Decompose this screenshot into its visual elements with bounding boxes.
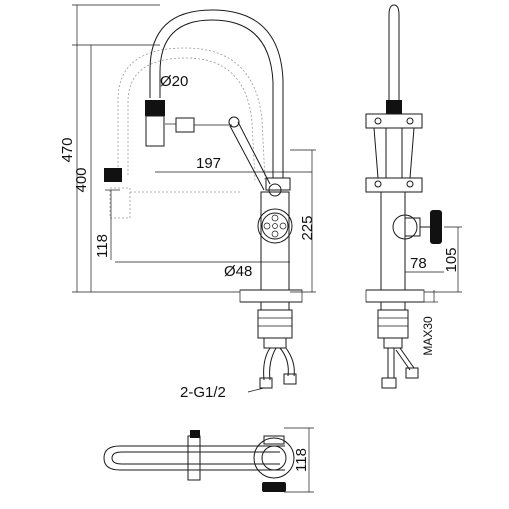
front-view: 470 400 118 Ø20 197 225 Ø48 2-G1/2 — [59, 4, 316, 401]
dim-depth-side: 78 — [410, 255, 427, 272]
ghost-head-tip — [104, 168, 122, 182]
dim-diameter-hose: Ø20 — [160, 73, 188, 90]
side-handle-knob[interactable] — [430, 210, 442, 244]
dim-height-total: 470 — [59, 137, 76, 162]
top-collar — [190, 430, 200, 438]
dim-max-deck: MAX30 — [421, 316, 435, 356]
top-view: 118 — [103, 427, 314, 493]
deck-side — [365, 289, 425, 303]
dim-height-lower: 118 — [94, 234, 111, 258]
dim-reach: 197 — [196, 155, 221, 172]
side-collar — [386, 100, 402, 114]
dim-top-depth: 118 — [293, 448, 310, 472]
dim-height-spout: 400 — [73, 167, 90, 192]
side-view: 78 105 MAX30 — [365, 4, 462, 389]
spray-head-collar — [145, 100, 165, 116]
dim-connection: 2-G1/2 — [180, 384, 226, 401]
dim-body-height: 225 — [299, 215, 316, 240]
handle-wheel[interactable] — [257, 208, 293, 244]
dim-diameter-body: Ø48 — [224, 263, 252, 280]
dim-height-side: 105 — [443, 247, 460, 272]
top-handle-knob[interactable] — [262, 482, 286, 492]
